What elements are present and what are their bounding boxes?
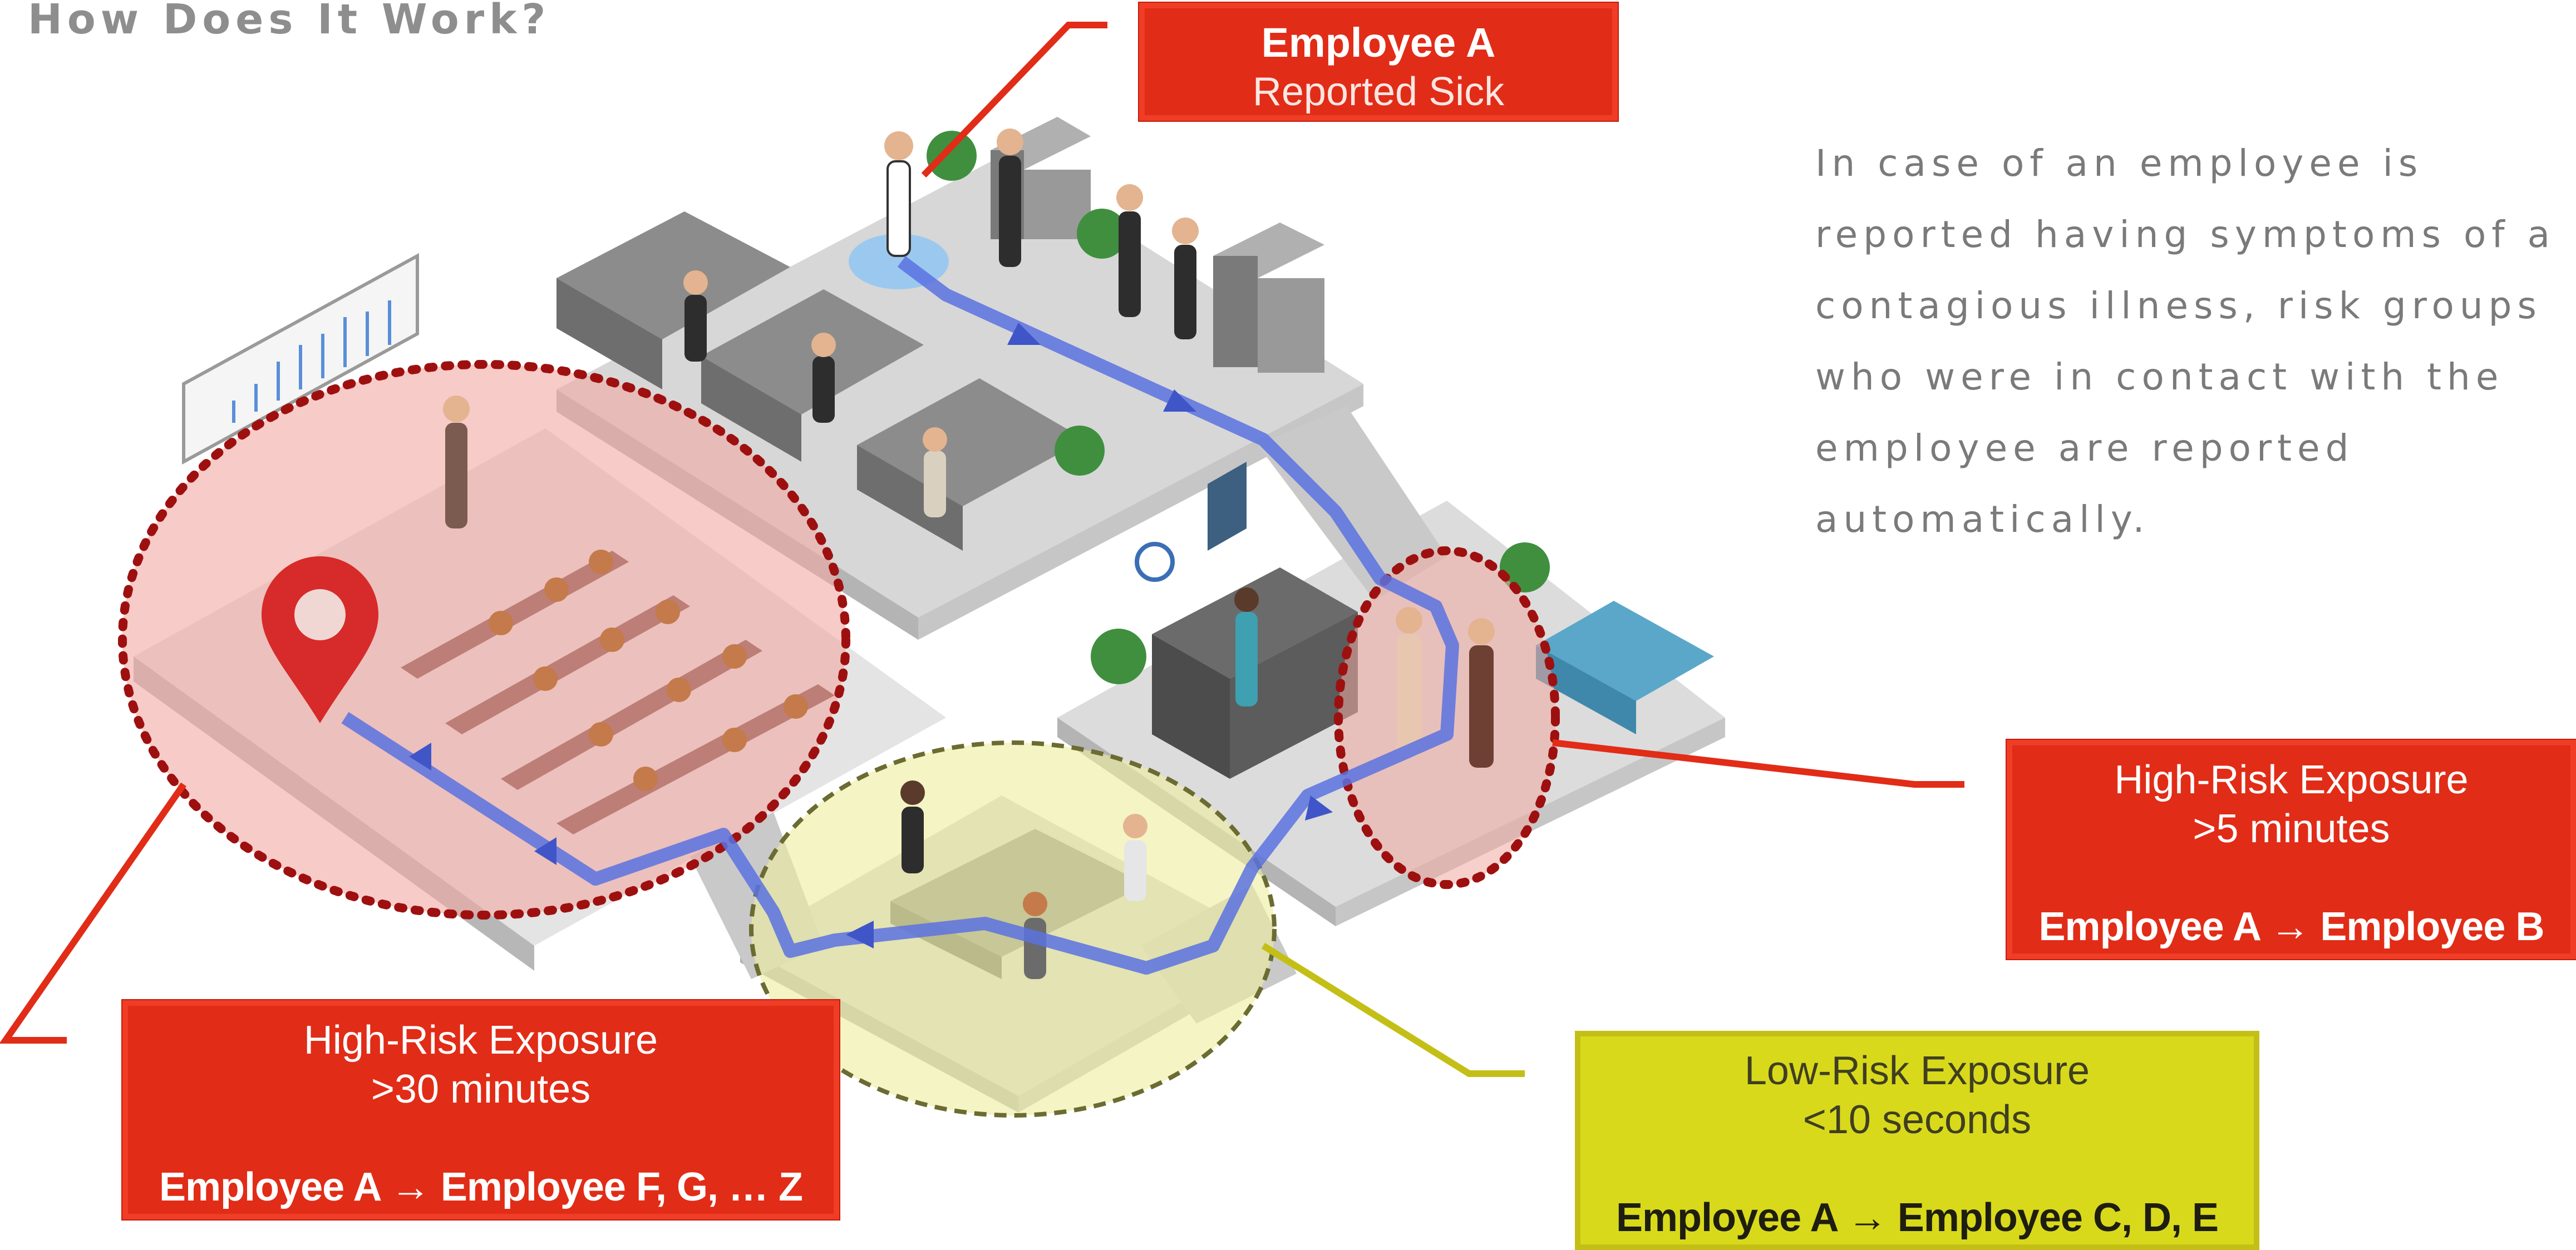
callout-risk-level: High-Risk Exposure <box>303 1018 658 1063</box>
connector-employee-a <box>921 22 1107 178</box>
cubicle-3 <box>857 378 1085 506</box>
path-arrows <box>409 323 1333 948</box>
callout-contacts: Employee A → Employee B <box>2038 905 2545 949</box>
callout-status: Reported Sick <box>1252 70 1505 114</box>
staircase-top <box>1258 406 1447 601</box>
callout-contacts: Employee A → Employee F, G, … Z <box>159 1165 803 1209</box>
connector-high-risk-30min <box>0 782 186 1044</box>
wall-monitor <box>1208 462 1247 551</box>
cubicle-2 <box>701 289 924 414</box>
callout-risk-level: High-Risk Exposure <box>2114 758 2469 802</box>
lounge-sofa <box>1536 601 1714 701</box>
high-risk-zone-conference <box>118 360 850 920</box>
callout-duration: >30 minutes <box>371 1067 591 1111</box>
low-risk-10sec-callout: Low-Risk Exposure <10 seconds Employee A… <box>1575 1031 2259 1250</box>
movement-path <box>341 256 1459 975</box>
callout-duration: <10 seconds <box>1802 1098 2032 1142</box>
callout-risk-level: Low-Risk Exposure <box>1744 1049 2090 1093</box>
wall-clock <box>1135 542 1175 582</box>
description-text: In case of an employee is reported havin… <box>1815 142 2556 541</box>
location-pin-icon <box>262 556 378 723</box>
connector-low-risk <box>1261 942 1525 1077</box>
page-title: How Does It Work? <box>28 0 551 43</box>
callout-contacts: Employee A → Employee C, D, E <box>1616 1195 2219 1240</box>
callout-name: Employee A <box>1261 19 1496 66</box>
employee-a-callout: Employee A Reported Sick <box>1139 3 1618 121</box>
cubicle-1 <box>556 211 790 339</box>
high-risk-30min-callout: High-Risk Exposure >30 minutes Employee … <box>122 1000 839 1219</box>
high-risk-5min-callout: High-Risk Exposure >5 minutes Employee A… <box>2007 740 2576 959</box>
connector-high-risk-5min <box>1552 739 1964 788</box>
callout-duration: >5 minutes <box>2193 807 2390 851</box>
